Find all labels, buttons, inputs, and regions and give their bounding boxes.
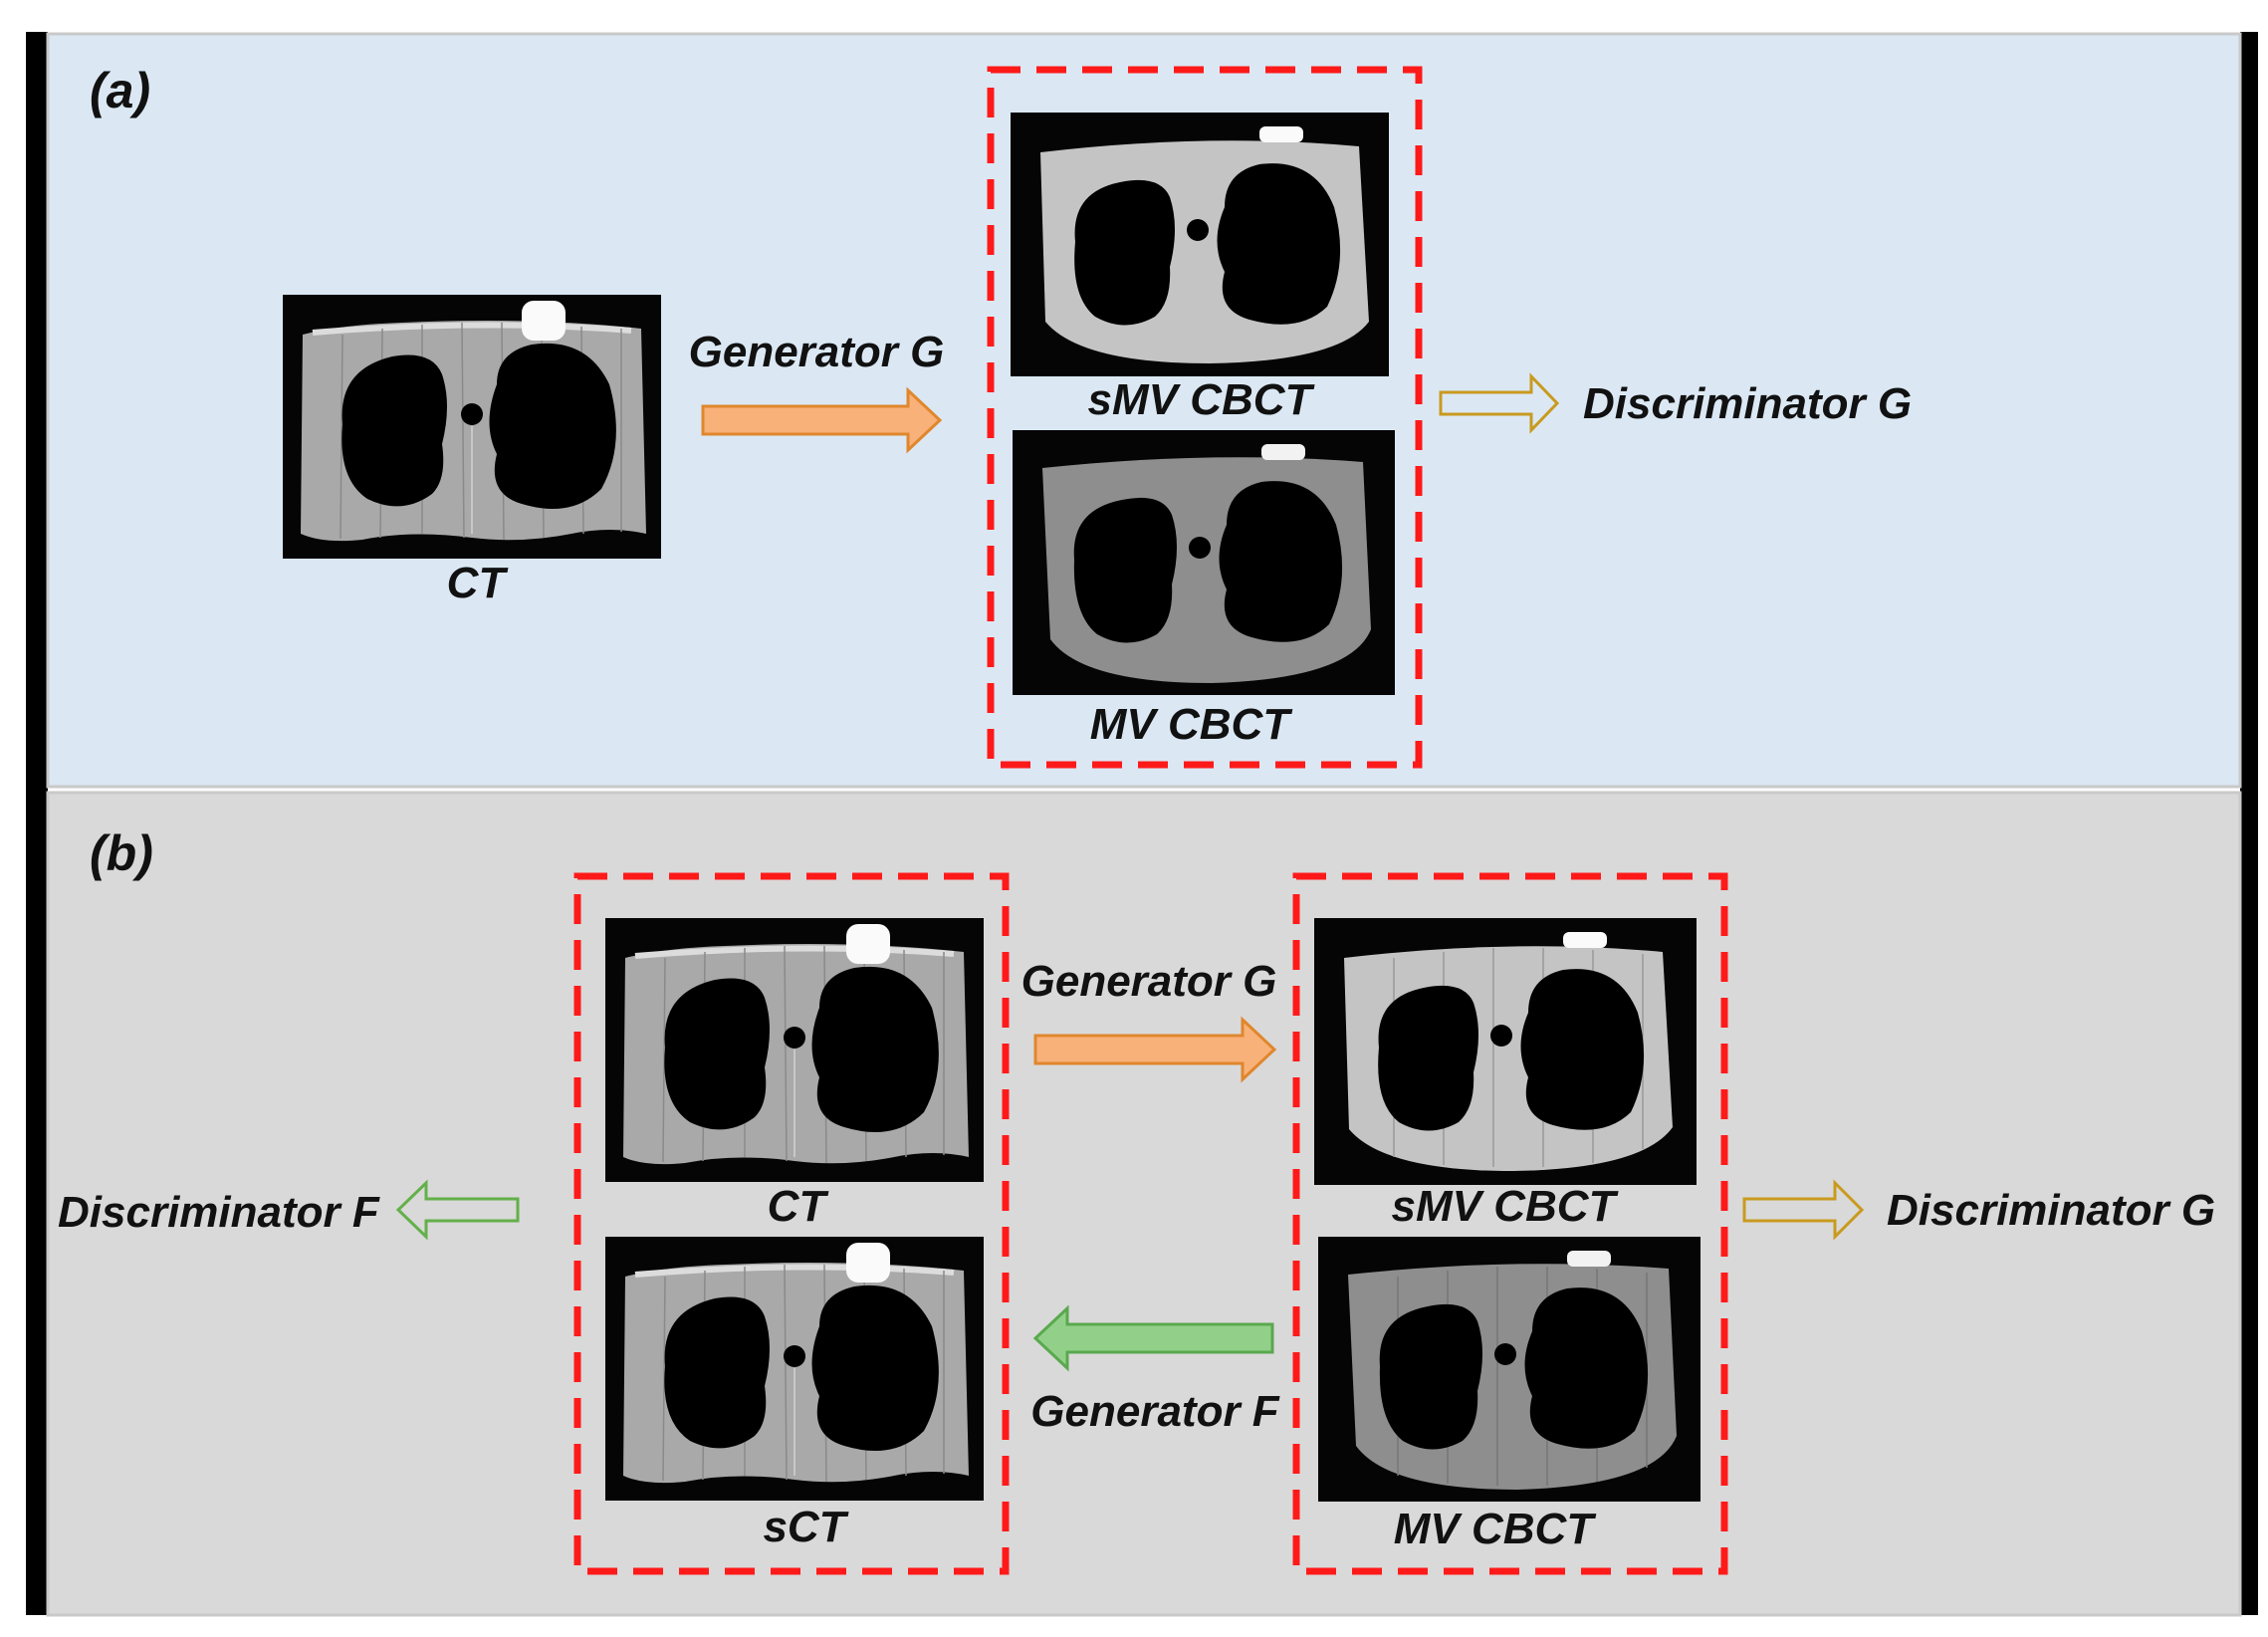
panel-b-mv-image (1318, 1237, 1701, 1502)
panel-b-generator-g-label: Generator G (1021, 957, 1277, 1006)
panel-b-ct-image (605, 918, 984, 1182)
panel-a-discriminator-g-arrow (1439, 372, 1560, 434)
panel-a-mv-caption: MV CBCT (1090, 700, 1293, 749)
panel-b-generator-g-arrow (1033, 1016, 1277, 1083)
panel-b-sct-image (605, 1237, 984, 1501)
panel-b-generator-f-label: Generator F (1030, 1387, 1280, 1436)
panel-b-smv-image (1314, 918, 1697, 1185)
panel-b-mv-box (1292, 872, 1728, 1575)
panel-a-mv-image (1013, 430, 1395, 695)
panel-b-discriminator-g-label: Discriminator G (1887, 1186, 2215, 1235)
panel-b-sct-caption: sCT (763, 1503, 848, 1551)
left-border (26, 32, 48, 1615)
panel-a-discriminator-g-label: Discriminator G (1583, 379, 1912, 428)
panel-a-smv-image (1011, 113, 1389, 376)
panel-b-generator-f-arrow (1032, 1304, 1274, 1372)
panel-b-discriminator-f-label: Discriminator F (58, 1188, 380, 1237)
panel-b-smv-caption: sMV CBCT (1392, 1182, 1619, 1231)
panel-a-generator-g-label: Generator G (689, 328, 945, 376)
panel-b-background (46, 791, 2242, 1617)
panel-a-output-box (987, 66, 1423, 769)
panel-a-smv-caption: sMV CBCT (1088, 375, 1315, 424)
panel-b-ct-caption: CT (768, 1182, 829, 1231)
panel-b-ct-box (573, 872, 1010, 1575)
panel-b-mv-caption: MV CBCT (1394, 1505, 1597, 1553)
panel-b-discriminator-g-arrow (1742, 1179, 1865, 1241)
panel-a-tag: (a) (90, 63, 150, 118)
panel-b-tag: (b) (90, 825, 153, 881)
panel-a-generator-g-arrow (701, 386, 943, 454)
panel-a-ct-caption: CT (447, 559, 509, 607)
right-border (2240, 32, 2258, 1615)
panel-b-discriminator-f-arrow (395, 1179, 520, 1241)
panel-a-ct-image (283, 295, 661, 559)
